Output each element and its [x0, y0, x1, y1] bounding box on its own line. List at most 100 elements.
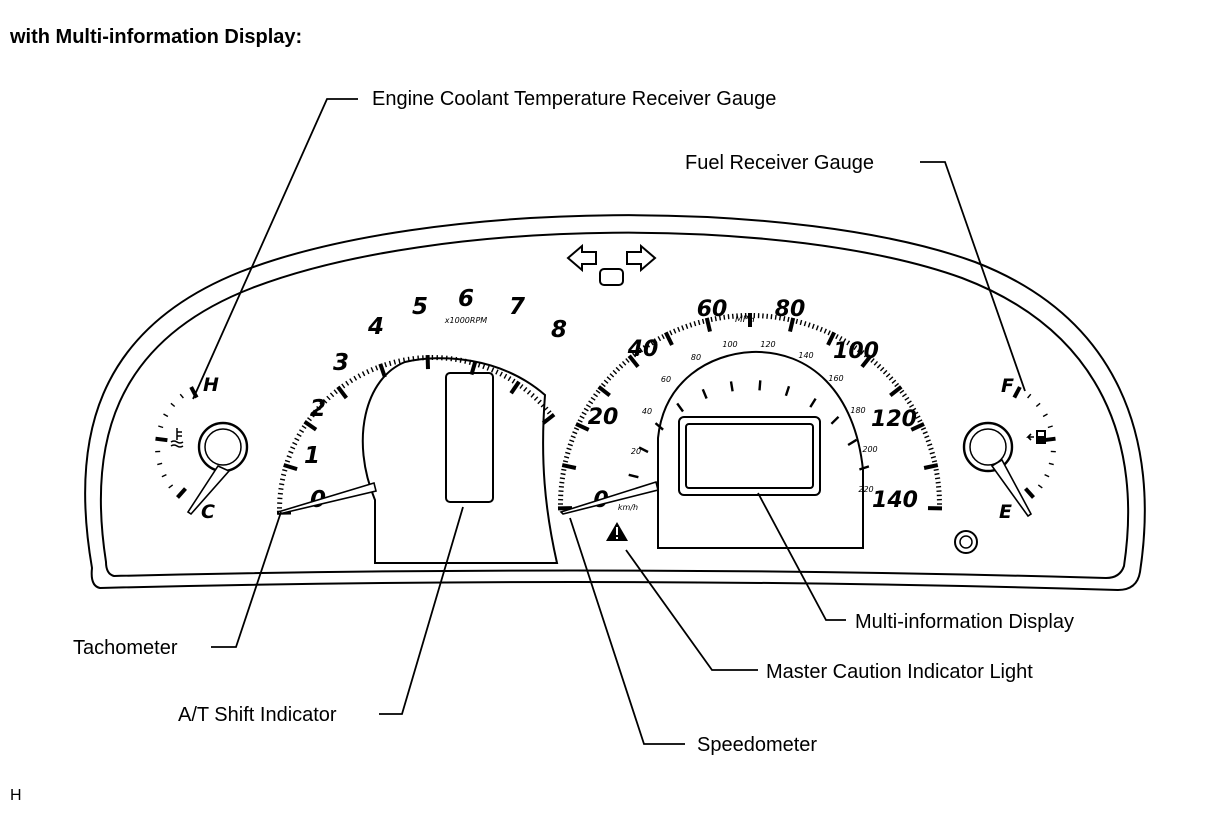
speedo-minor-tick	[697, 319, 701, 326]
kmh-label-120: 120	[760, 340, 775, 349]
coolant-minor-tick	[157, 462, 163, 466]
speedo-minor-tick	[573, 427, 580, 431]
speedo-minor-tick	[927, 443, 933, 447]
speedo-minor-tick	[856, 347, 861, 353]
speedo-minor-tick	[669, 330, 673, 336]
speedo-minor-tick	[689, 322, 693, 328]
tach-minor-tick	[519, 384, 524, 389]
tach-minor-tick	[464, 358, 467, 364]
speedo-minor-tick	[873, 360, 879, 366]
tach-minor-tick	[345, 380, 350, 386]
tach-minor-tick	[357, 373, 362, 379]
speedo-minor-tick	[727, 314, 730, 320]
coolant-cold-label: C	[201, 501, 215, 523]
kmh-major-tick	[784, 385, 791, 397]
speedo-minor-tick	[585, 404, 591, 408]
speedo-major-tick	[910, 422, 925, 432]
speedo-minor-tick	[595, 389, 601, 394]
tach-minor-tick	[445, 355, 448, 361]
speedometer-needle	[559, 480, 659, 515]
tach-needle	[276, 481, 377, 515]
tach-minor-tick	[537, 399, 542, 405]
fuel-gauge: F E	[962, 375, 1056, 523]
tach-minor-tick	[279, 478, 286, 481]
speedo-minor-tick	[803, 321, 807, 327]
speedo-minor-tick	[714, 316, 717, 322]
tach-minor-tick	[511, 378, 516, 384]
speedo-minor-tick	[928, 447, 934, 451]
tach-minor-tick	[288, 450, 294, 454]
speedo-minor-tick	[778, 315, 782, 321]
kmh-label-20: 20	[631, 447, 641, 456]
tach-minor-tick	[412, 356, 415, 362]
speedo-minor-tick	[581, 411, 587, 416]
tach-minor-tick	[370, 367, 374, 373]
tach-minor-tick	[341, 383, 346, 389]
tach-minor-tick	[526, 389, 532, 395]
speedo-minor-tick	[846, 340, 851, 346]
speedo-minor-tick	[600, 382, 606, 388]
tach-minor-tick	[402, 357, 406, 363]
speedo-minor-tick	[572, 431, 578, 435]
speedo-minor-tick	[588, 400, 594, 405]
mph-label-80: 80	[775, 297, 806, 322]
speedo-major-tick	[561, 463, 577, 470]
tach-minor-tick	[301, 425, 307, 429]
mph-label-60: 60	[697, 297, 728, 322]
tach-label-7: 7	[509, 294, 525, 320]
speedo-minor-tick	[913, 411, 919, 416]
tach-minor-tick	[307, 417, 312, 422]
tach-minor-tick	[286, 455, 292, 459]
indicator-lamp-icon	[599, 268, 624, 286]
speedo-minor-tick	[827, 330, 831, 336]
speedo-minor-tick	[911, 407, 917, 412]
speedo-major-tick	[704, 317, 712, 333]
speedo-major-tick	[575, 422, 590, 432]
tach-minor-tick	[543, 406, 549, 412]
speedo-minor-tick	[917, 419, 923, 423]
speedo-minor-tick	[934, 477, 941, 480]
speedo-minor-tick	[710, 316, 713, 323]
tach-minor-tick	[296, 433, 302, 438]
kmh-major-tick	[628, 473, 639, 479]
speedo-minor-tick	[618, 363, 624, 369]
fuel-minor-tick	[1027, 393, 1032, 399]
speedo-minor-tick	[701, 318, 705, 324]
fuel-empty-label: E	[999, 501, 1012, 523]
tach-minor-tick	[455, 356, 458, 363]
coolant-temperature-gauge: H C	[155, 374, 249, 523]
tach-minor-tick	[316, 405, 321, 411]
tach-minor-tick	[384, 362, 388, 368]
kmh-major-tick	[654, 422, 664, 431]
speedo-minor-tick	[770, 314, 773, 320]
tach-minor-tick	[507, 376, 512, 382]
speedo-minor-tick	[639, 347, 644, 353]
speedo-minor-tick	[570, 435, 576, 439]
mph-label-140: 140	[872, 488, 918, 513]
tach-minor-tick	[459, 357, 462, 363]
tach-minor-tick	[333, 389, 338, 395]
speedo-minor-tick	[849, 342, 854, 348]
speedo-minor-tick	[558, 485, 564, 488]
master-caution-icon	[606, 522, 628, 541]
tach-minor-tick	[530, 393, 535, 398]
fuel-minor-tick	[1047, 425, 1053, 429]
fuel-minor-tick	[1048, 462, 1054, 466]
speedo-minor-tick	[766, 313, 769, 319]
kmh-major-tick	[701, 388, 708, 399]
fuel-needle	[990, 458, 1033, 518]
kmh-unit-label: km/h	[618, 503, 638, 512]
kmh-label-60: 60	[661, 375, 671, 384]
speedo-minor-tick	[925, 439, 931, 443]
shift-position-panel	[445, 372, 494, 503]
tach-minor-tick	[290, 446, 296, 450]
tach-minor-tick	[279, 483, 285, 486]
tach-minor-tick	[375, 365, 379, 371]
speedometer-dial: 0 20 40 60 80 100 120 140 20 40 60 80 10…	[557, 297, 943, 515]
fuel-pump-icon	[1026, 430, 1046, 444]
speedo-minor-tick	[935, 481, 941, 484]
speedo-minor-tick	[560, 472, 566, 476]
tach-minor-tick	[533, 396, 539, 401]
speedo-minor-tick	[853, 345, 858, 350]
